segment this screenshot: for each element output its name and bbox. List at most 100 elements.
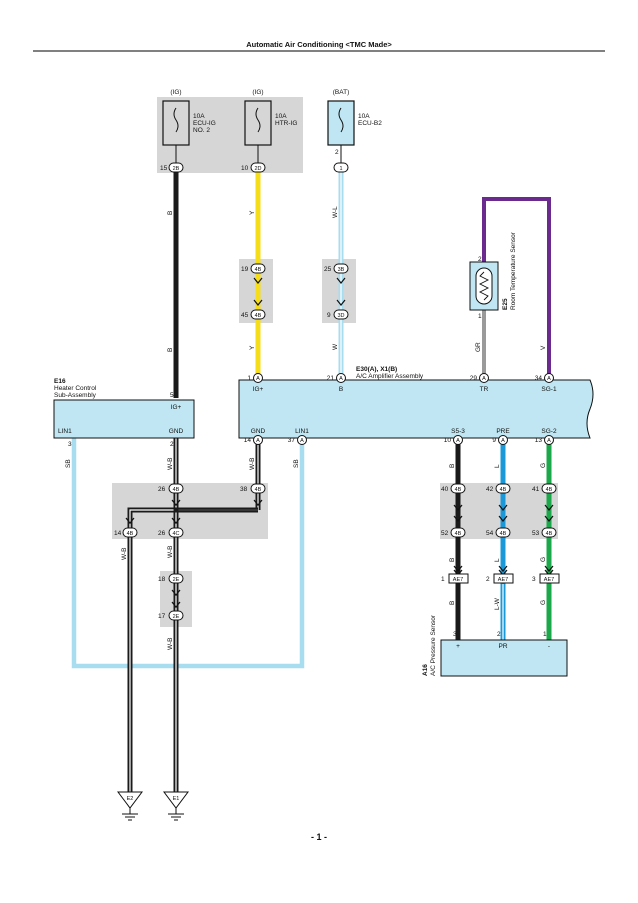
amp-pin-conn-top-0: A (256, 376, 260, 382)
svg-text:Y: Y (249, 210, 256, 215)
svg-text:4B: 4B (255, 313, 262, 319)
svg-text:(IG): (IG) (170, 89, 181, 96)
svg-text:L-W: L-W (494, 597, 501, 610)
svg-text:AE7: AE7 (544, 577, 554, 583)
svg-text:B: B (449, 464, 456, 468)
amp-pin-number-top-3: 34 (535, 375, 543, 382)
svg-text:4B: 4B (455, 487, 462, 493)
amp-pin-top-0 (253, 373, 263, 383)
amp-pin-conn-bottom-1: A (300, 438, 304, 444)
svg-text:AE7: AE7 (453, 577, 463, 583)
svg-text:19: 19 (241, 266, 249, 273)
page-title: Automatic Air Conditioning <TMC Made> (246, 40, 392, 49)
svg-text:NO. 2: NO. 2 (193, 127, 210, 134)
svg-text:3D: 3D (337, 313, 344, 319)
svg-text:SB: SB (65, 459, 72, 468)
svg-text:LIN1: LIN1 (58, 428, 72, 435)
wire-labels: B Y W-L B Y W GR V SB SB W-B W-B W-B W-B… (65, 206, 547, 650)
svg-text:3: 3 (68, 441, 72, 448)
svg-text:4B: 4B (500, 531, 507, 537)
svg-text:E2: E2 (127, 796, 134, 802)
svg-text:4B: 4B (546, 531, 553, 537)
amp-pin-number-bottom-1: 37 (288, 437, 296, 444)
svg-text:1: 1 (478, 313, 482, 320)
svg-text:52: 52 (441, 530, 449, 537)
svg-text:ECU-IG: ECU-IG (193, 120, 216, 127)
svg-text:2E: 2E (173, 577, 180, 583)
svg-text:2: 2 (335, 149, 339, 156)
svg-text:L: L (494, 558, 501, 562)
svg-text:4B: 4B (455, 531, 462, 537)
junction-connectors: 4B 19 4B 45 3B 25 3D 9 4B 26 4B 38 4B 14… (114, 263, 560, 621)
fuse-ecu-ig: (IG) 10A ECU-IG NO. 2 (162, 89, 216, 146)
svg-text:2: 2 (170, 441, 174, 448)
svg-text:10: 10 (241, 165, 249, 172)
svg-text:G: G (540, 463, 547, 468)
svg-text:3B: 3B (338, 267, 345, 273)
ac-amplifier: E30(A), X1(B) A/C Amplifier Assembly (238, 366, 594, 439)
amp-pin-bottom-4 (544, 435, 554, 445)
amp-pin-number-bottom-2: 10 (444, 437, 452, 444)
amp-pin-conn-top-2: A (482, 376, 486, 382)
svg-text:(BAT): (BAT) (333, 89, 350, 96)
ac-pressure-sensor: 3 2 1 + PR - A16 A/C Pressure Sensor (422, 614, 568, 677)
svg-text:B: B (167, 211, 174, 215)
svg-text:W-B: W-B (167, 457, 174, 470)
svg-text:25: 25 (324, 266, 332, 273)
svg-text:(IG): (IG) (252, 89, 263, 96)
fuse-pins: 2B 15 2D 10 1 (160, 145, 349, 173)
amp-pin-label-bottom-0: GND (251, 428, 266, 435)
amp-pin-conn-bottom-2: A (456, 438, 460, 444)
svg-text:Y: Y (249, 345, 256, 350)
svg-text:A16: A16 (422, 664, 429, 676)
ground-e1: E1 (163, 791, 189, 821)
svg-text:54: 54 (486, 530, 494, 537)
amp-pin-bottom-0 (253, 435, 263, 445)
svg-text:4B: 4B (255, 267, 262, 273)
ground-e2: E2 (117, 791, 143, 821)
svg-text:53: 53 (532, 530, 540, 537)
svg-text:2B: 2B (173, 166, 180, 172)
room-temp-sensor: 2 1 E25 Room Temperature Sensor (469, 231, 517, 320)
amp-pin-number-top-1: 21 (327, 375, 335, 382)
amp-pin-number-top-0: 1 (247, 375, 251, 382)
amp-pin-label-top-0: IG+ (253, 386, 264, 393)
amp-pin-conn-bottom-0: A (256, 438, 260, 444)
amp-pin-conn-bottom-4: A (547, 438, 551, 444)
svg-text:18: 18 (158, 576, 166, 583)
svg-text:B: B (449, 558, 456, 562)
fuse-htr-ig: (IG) 10A HTR-IG (244, 89, 297, 146)
svg-text:3: 3 (453, 631, 457, 638)
amp-pin-label-top-1: B (339, 386, 343, 393)
svg-text:Heater Control: Heater Control (54, 385, 97, 392)
svg-text:42: 42 (486, 486, 494, 493)
amp-pin-label-bottom-1: LIN1 (295, 428, 309, 435)
svg-text:4B: 4B (500, 487, 507, 493)
amp-pin-number-top-2: 29 (470, 375, 478, 382)
svg-text:26: 26 (158, 530, 166, 537)
svg-text:B: B (449, 601, 456, 605)
svg-text:4B: 4B (546, 487, 553, 493)
svg-text:5: 5 (170, 392, 174, 399)
svg-text:1: 1 (441, 576, 445, 583)
svg-text:4B: 4B (255, 487, 262, 493)
amp-pin-label-top-2: TR (480, 386, 489, 393)
svg-text:14: 14 (114, 530, 122, 537)
svg-text:W-B: W-B (249, 457, 256, 470)
amp-pin-top-1 (336, 373, 346, 383)
svg-text:38: 38 (240, 486, 248, 493)
svg-text:V: V (540, 345, 547, 350)
svg-text:AE7: AE7 (498, 577, 508, 583)
svg-text:G: G (540, 557, 547, 562)
svg-text:4C: 4C (172, 531, 179, 537)
amp-pin-bottom-1 (297, 435, 307, 445)
svg-text:E25: E25 (502, 298, 509, 310)
page-number: - 1 - (311, 832, 327, 842)
svg-text:2E: 2E (173, 614, 180, 620)
svg-text:SB: SB (293, 459, 300, 468)
svg-text:3: 3 (532, 576, 536, 583)
svg-text:41: 41 (532, 486, 540, 493)
svg-text:A/C Amplifier Assembly: A/C Amplifier Assembly (356, 373, 424, 380)
amp-pin-number-bottom-4: 13 (535, 437, 543, 444)
